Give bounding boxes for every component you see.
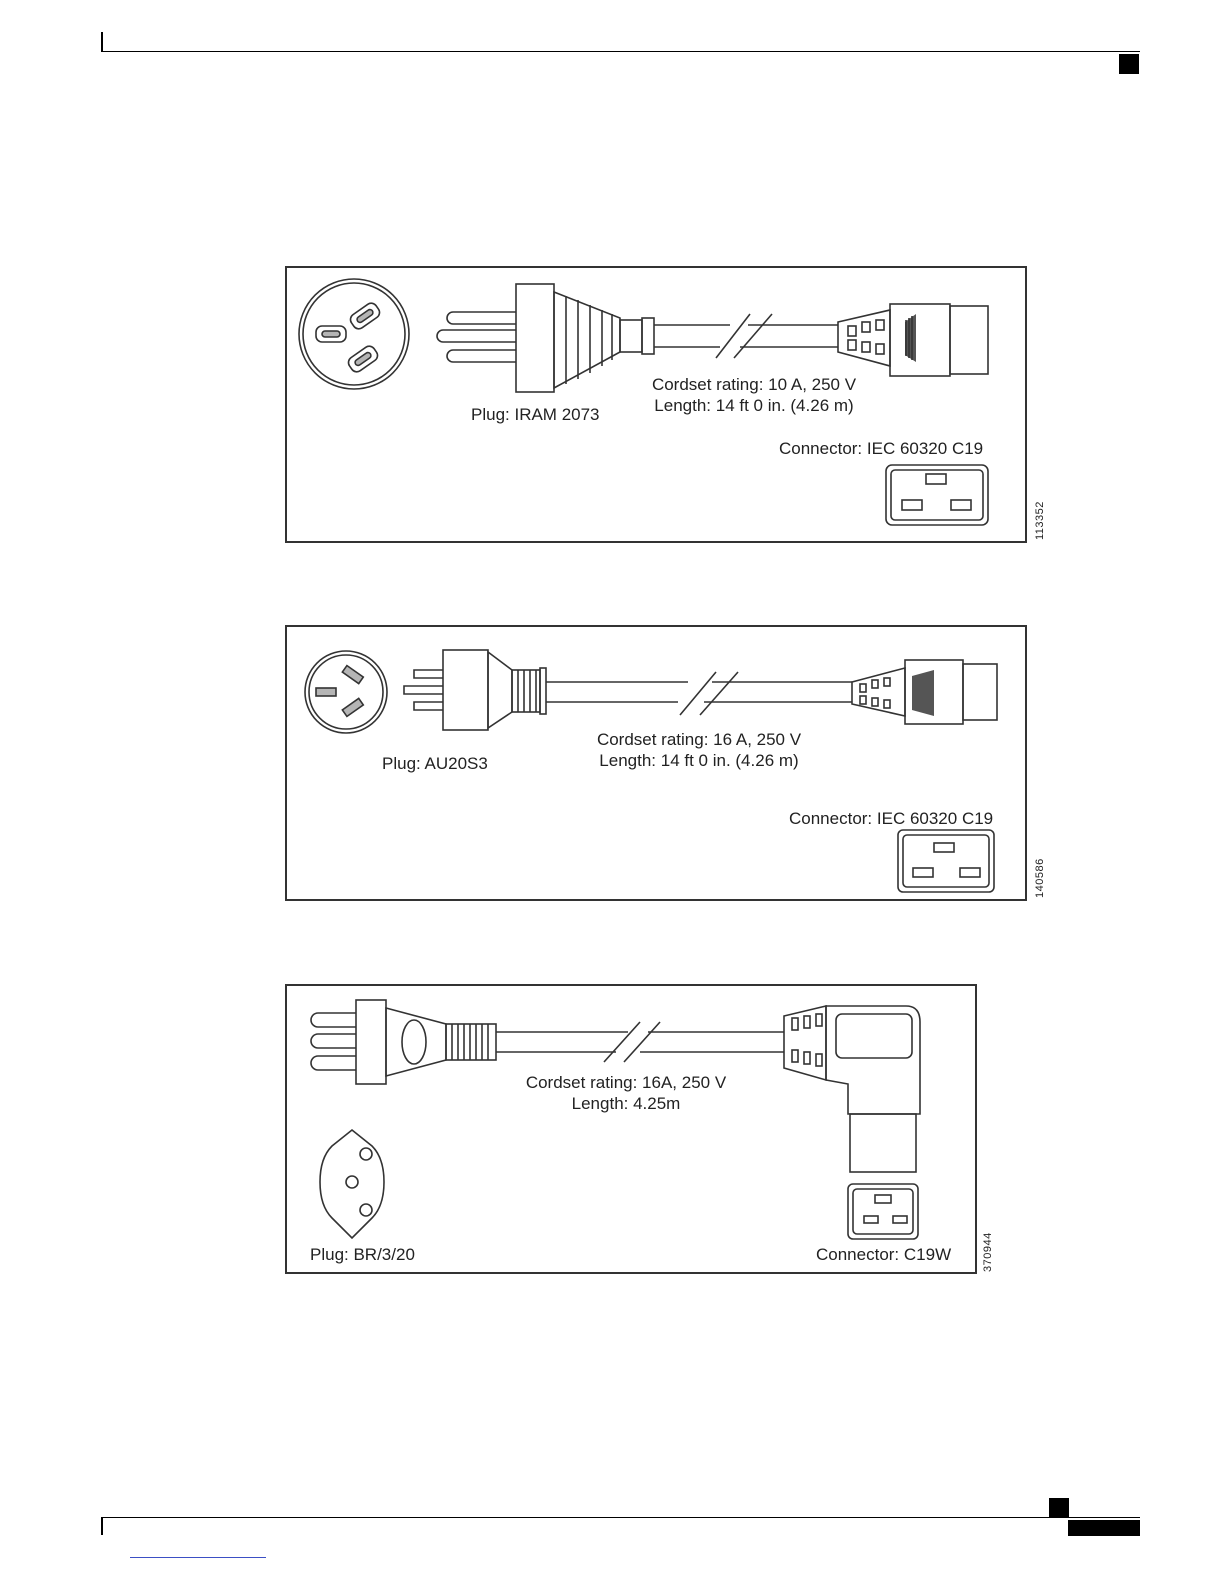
figure-2-plug-side-icon (404, 650, 997, 730)
figure-2-connector-face-icon (898, 830, 994, 892)
figure-3-connector-label: Connector: C19W (816, 1244, 951, 1265)
figure-2-connector-label: Connector: IEC 60320 C19 (789, 808, 993, 829)
figure-3-number: 370944 (982, 1232, 994, 1272)
figure-2-length-label: Length: 14 ft 0 in. (4.26 m) (599, 750, 798, 771)
figure-2-plug-label: Plug: AU20S3 (382, 753, 488, 774)
figure-2-rating-label: Cordset rating: 16 A, 250 V (597, 729, 801, 750)
figure-3-plug-label: Plug: BR/3/20 (310, 1244, 415, 1265)
figure-1-rating-label: Cordset rating: 10 A, 250 V (652, 374, 856, 395)
figure-3-plug-face-icon (320, 1130, 384, 1238)
figure-1-connector-label: Connector: IEC 60320 C19 (779, 438, 983, 459)
figure-2-plug-face-icon (305, 651, 387, 733)
figure-3-right-angle-connector-icon (784, 1006, 920, 1172)
figure-1-number: 113352 (1034, 501, 1046, 540)
figure-1-connector-face-icon (886, 465, 988, 525)
figure-1-plug-label: Plug: IRAM 2073 (471, 404, 600, 425)
figure-3-rating-label: Cordset rating: 16A, 250 V (526, 1072, 726, 1093)
figure-3-connector-face-icon (848, 1184, 918, 1239)
figure-3-length-label: Length: 4.25m (572, 1093, 681, 1114)
figure-2-number: 140586 (1034, 858, 1046, 898)
figure-1-length-label: Length: 14 ft 0 in. (4.26 m) (654, 395, 853, 416)
figure-1-plug-face-icon (299, 279, 409, 389)
